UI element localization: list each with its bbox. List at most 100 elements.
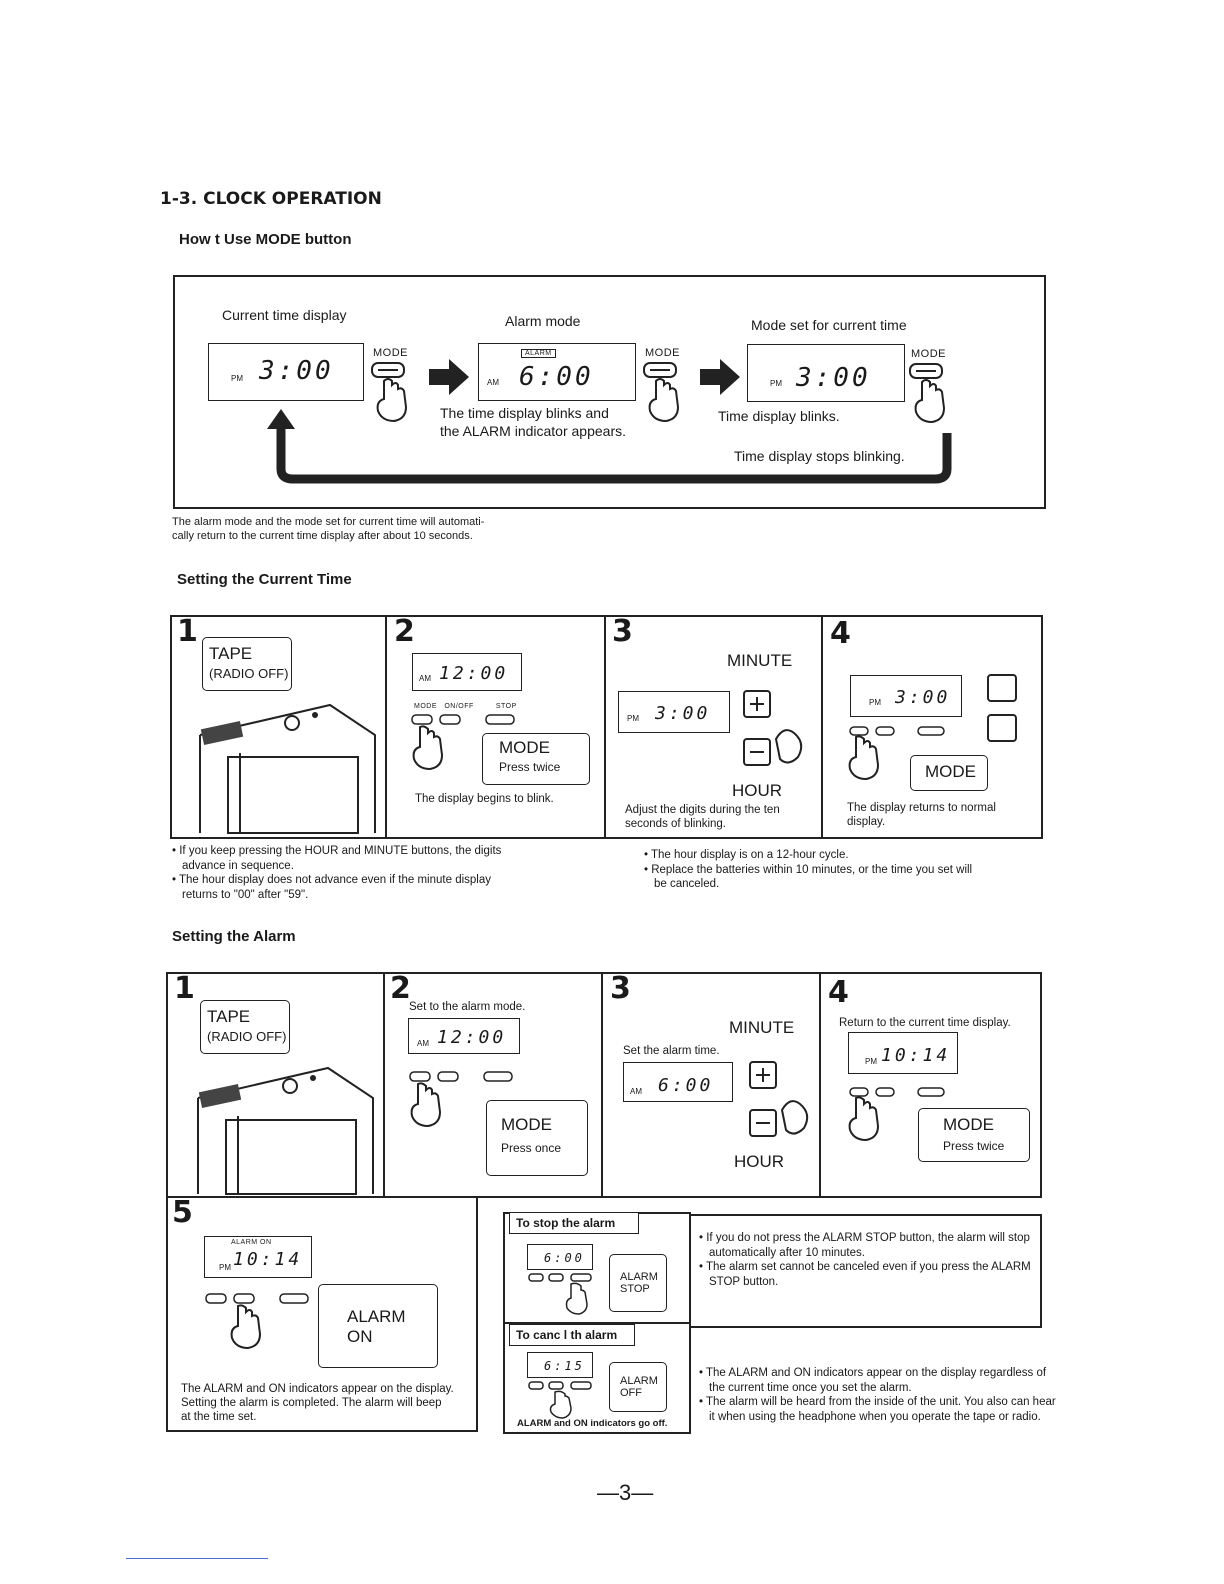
alarm-stop-cancel-box: To stop the alarm 6:00 ALARM STOP To can… <box>503 1212 691 1434</box>
setting-alarm-box: 1 TAPE (RADIO OFF) 2 Set to the alarm mo… <box>166 972 1042 1198</box>
lcd-display: AM 6:00 <box>623 1062 733 1102</box>
mode-label: MODE <box>645 347 680 359</box>
mode-label: MODE <box>373 347 408 359</box>
finger-press-icon <box>848 1087 945 1142</box>
lcd-display: 6:00 <box>527 1244 593 1270</box>
setting-alarm-heading: Setting the Alarm <box>172 928 296 945</box>
cassette-player-illustration <box>199 703 376 834</box>
setting-time-heading: Setting the Current Time <box>177 571 352 588</box>
step-caption-1: The ALARM and ON indicators appear on th… <box>181 1383 454 1395</box>
side-buttons-icon <box>987 674 1017 742</box>
alarm-mode-caption-1: The time display blinks and <box>440 405 609 421</box>
cancel-alarm-tag: To canc l th alarm <box>509 1324 635 1346</box>
cassette-player-illustration <box>197 1066 374 1195</box>
onoff-small-label: ON/OFF <box>444 703 474 710</box>
tape-label: TAPE <box>207 1007 251 1026</box>
finger-press-icon <box>528 1273 592 1315</box>
stop-small-label: STOP <box>495 703 517 710</box>
callout-mode: MODE <box>501 1115 552 1134</box>
step-number: 3 <box>610 971 631 1006</box>
mode-note-line-1: The alarm mode and the mode set for curr… <box>172 516 485 528</box>
time-notes-left: If you keep pressing the HOUR and MINUTE… <box>172 844 522 902</box>
callout-mode: MODE <box>925 762 976 781</box>
stop-notes: If you do not press the ALARM STOP butto… <box>699 1231 1034 1289</box>
callout-on: ON <box>347 1327 373 1346</box>
cancel-notes: The ALARM and ON indicators appear on th… <box>699 1366 1061 1424</box>
right-arrow-icon <box>700 359 740 395</box>
finger-press-icon <box>205 1293 309 1350</box>
current-time-title: Current time display <box>222 307 347 323</box>
step-number: 2 <box>390 971 411 1006</box>
plus-minus-buttons-icon <box>749 1061 809 1137</box>
finger-press-icon <box>409 1071 513 1128</box>
lcd-display: PM 3:00 <box>850 675 962 717</box>
alarm-on-indicator: ALARM ON <box>231 1239 272 1246</box>
note-item: Replace the batteries within 10 minutes,… <box>644 863 984 892</box>
lcd-display: PM 3:00 <box>618 691 730 733</box>
lcd-time: 6:00 <box>544 1251 585 1265</box>
callout-press-twice: Press twice <box>943 1139 1005 1153</box>
lcd-alarm-mode: ALARM AM 6:00 <box>478 343 636 401</box>
mode-set-title: Mode set for current time <box>751 317 907 333</box>
lcd-time: 3:00 <box>655 703 711 724</box>
lcd-ampm: AM <box>417 1039 429 1048</box>
return-arrow-icon <box>267 409 952 484</box>
alarm-mode-caption-2: the ALARM indicator appears. <box>440 423 626 439</box>
cancel-caption: ALARM and ON indicators go off. <box>517 1418 668 1429</box>
finger-press-mode-icon <box>909 363 946 424</box>
mode-callout: MODE Press once <box>486 1100 588 1176</box>
alarm-notes-box <box>689 1214 1042 1328</box>
lcd-display: AM 12:00 <box>408 1018 520 1054</box>
step-number: 2 <box>394 614 415 649</box>
callout-mode: MODE <box>943 1115 994 1134</box>
plus-minus-buttons-icon <box>743 690 803 766</box>
mode-callout: MODE Press twice <box>918 1108 1030 1162</box>
mode-label: MODE <box>911 348 946 360</box>
lcd-time: 12:00 <box>439 663 509 684</box>
step-number: 1 <box>177 614 198 649</box>
step-number: 4 <box>828 975 849 1010</box>
mode-button-heading: How t Use MODE button <box>179 231 352 248</box>
mode-callout: MODE Press twice <box>482 733 590 785</box>
callout-mode: MODE <box>499 738 550 757</box>
minute-label: MINUTE <box>727 651 793 670</box>
step-caption-3: at the time set. <box>181 1411 257 1423</box>
lcd-current-time: PM 3:00 <box>208 343 364 401</box>
lcd-time: 3:00 <box>259 356 334 386</box>
stop-alarm-tag: To stop the alarm <box>509 1212 639 1234</box>
alarm-stop-callout: ALARM STOP <box>609 1254 667 1312</box>
callout-press-twice: Press twice <box>499 760 561 774</box>
mode-note-line-2: cally return to the current time display… <box>172 530 473 542</box>
tape-switch-callout: TAPE (RADIO OFF) <box>202 637 292 691</box>
footer-rule <box>126 1558 268 1559</box>
time-notes-right: The hour display is on a 12-hour cycle. … <box>644 848 984 892</box>
callout-alarm: ALARM <box>620 1375 658 1387</box>
hour-label: HOUR <box>732 781 783 800</box>
minute-label: MINUTE <box>729 1018 795 1037</box>
page-number: —3— <box>597 1480 654 1505</box>
lcd-time: 6:15 <box>544 1359 585 1373</box>
lcd-time: 3:00 <box>895 687 951 708</box>
hour-label: HOUR <box>734 1152 785 1171</box>
alarm-on-callout: ALARM ON <box>318 1284 438 1368</box>
callout-alarm: ALARM <box>620 1271 658 1283</box>
step-caption-2: seconds of blinking. <box>625 818 727 830</box>
note-item: The alarm will be heard from the inside … <box>699 1395 1061 1424</box>
mode-small-label: MODE <box>414 703 437 710</box>
lcd-ampm: PM <box>627 714 639 723</box>
note-item: The ALARM and ON indicators appear on th… <box>699 1366 1061 1395</box>
right-arrow-icon <box>429 359 469 395</box>
callout-stop: STOP <box>620 1283 650 1295</box>
step-caption-1: The display returns to normal <box>847 802 996 814</box>
lcd-display: ALARM ON PM 10:14 <box>204 1236 312 1278</box>
lcd-mode-set: PM 3:00 <box>747 344 905 402</box>
radio-off-label: (RADIO OFF) <box>209 666 289 681</box>
lcd-time: 3:00 <box>796 363 871 393</box>
setting-time-box: 1 TAPE (RADIO OFF) 2 AM 12:00 MODE ON/OF… <box>170 615 1043 839</box>
lcd-ampm: PM <box>869 698 881 707</box>
callout-alarm: ALARM <box>347 1307 406 1326</box>
lcd-ampm: AM <box>487 378 499 387</box>
lcd-ampm: AM <box>630 1087 642 1096</box>
note-item: If you keep pressing the HOUR and MINUTE… <box>172 844 522 873</box>
step-top-caption: Return to the current time display. <box>839 1017 1011 1029</box>
